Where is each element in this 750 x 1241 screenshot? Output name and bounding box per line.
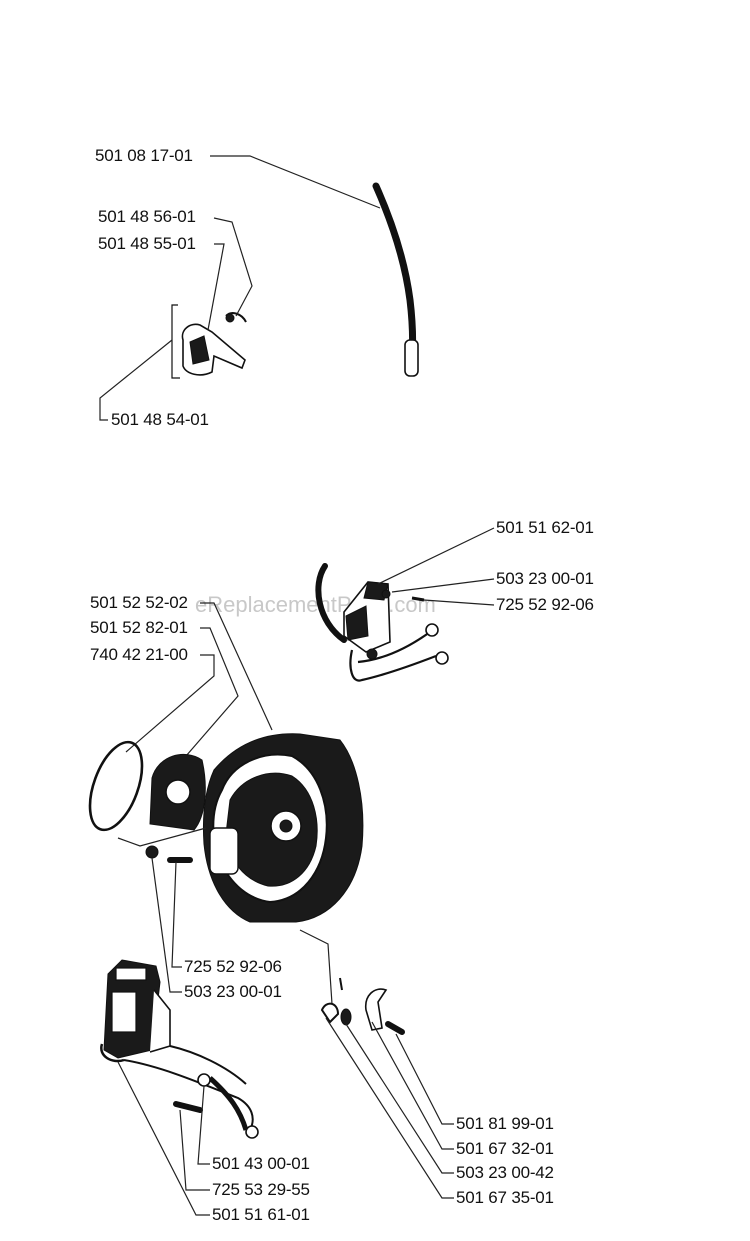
leader-503-23-00-42 (345, 1023, 454, 1174)
label-503-23-00-01-top: 503 23 00-01 (496, 569, 594, 588)
label-501-51-61-01: 501 51 61-01 (212, 1205, 310, 1224)
leader-740-42-21-00 (125, 654, 215, 753)
leader-501-51-62-01 (377, 527, 495, 585)
label-503-23-00-01-mid: 503 23 00-01 (184, 982, 282, 1001)
nut-part (145, 845, 159, 859)
leader-501-08-17-01 (210, 155, 381, 209)
label-725-53-29-55: 725 53 29-55 (212, 1180, 310, 1199)
label-501-43-00-01: 501 43 00-01 (212, 1154, 310, 1173)
stop-switch-part (320, 977, 405, 1035)
label-740-42-21-00: 740 42 21-00 (90, 645, 188, 664)
spark-plug-cap-part (171, 304, 247, 379)
starter-plate-part (149, 753, 206, 831)
label-501-48-56-01: 501 48 56-01 (98, 207, 196, 226)
leader-501-48-56-01 (213, 217, 253, 317)
label-501-51-62-01: 501 51 62-01 (496, 518, 594, 537)
label-501-67-32-01: 501 67 32-01 (456, 1139, 554, 1158)
leader-501-81-99-01 (395, 1033, 454, 1125)
leader-501-52-52-02 (200, 602, 273, 731)
label-501-52-52-02: 501 52 52-02 (90, 593, 188, 612)
leader-725-52-92-06-top (423, 599, 495, 606)
leader-725-52-92-06-mid (171, 861, 182, 968)
lower-ignition-coil-part (100, 959, 259, 1139)
label-501-48-55-01: 501 48 55-01 (98, 234, 196, 253)
ignition-lead-part (372, 182, 419, 377)
o-ring-part (88, 740, 144, 832)
label-501-48-54-01: 501 48 54-01 (111, 410, 209, 429)
ignition-module-part (315, 563, 449, 682)
leader-503-23-00-01-top (391, 578, 495, 593)
leader-725-53-29-55 (179, 1109, 210, 1191)
leader-501-51-61-01 (117, 1061, 210, 1216)
leader-501-67-32-01 (371, 1021, 454, 1150)
label-501-81-99-01: 501 81 99-01 (456, 1114, 554, 1133)
label-725-52-92-06-mid: 725 52 92-06 (184, 957, 282, 976)
leader-crank-axis (117, 827, 207, 847)
label-501-67-35-01: 501 67 35-01 (456, 1188, 554, 1207)
label-501-08-17-01: 501 08 17-01 (95, 146, 193, 165)
screw-top-part (411, 596, 425, 602)
leader-501-48-55-01 (207, 243, 225, 331)
label-725-52-92-06-top: 725 52 92-06 (496, 595, 594, 614)
label-501-52-82-01: 501 52 82-01 (90, 618, 188, 637)
leader-501-43-00-01 (197, 1085, 210, 1165)
leader-501-67-35-01 (325, 1017, 454, 1199)
leader-503-23-00-01-mid (151, 857, 182, 993)
leader-501-52-82-01 (185, 627, 239, 757)
leader-501-48-54-01 (99, 339, 173, 421)
label-503-23-00-42: 503 23 00-42 (456, 1163, 554, 1182)
watermark-text: eReplacementParts.com (195, 592, 436, 617)
leader-flywheel-key (299, 929, 333, 1005)
flywheel-part (202, 733, 364, 923)
